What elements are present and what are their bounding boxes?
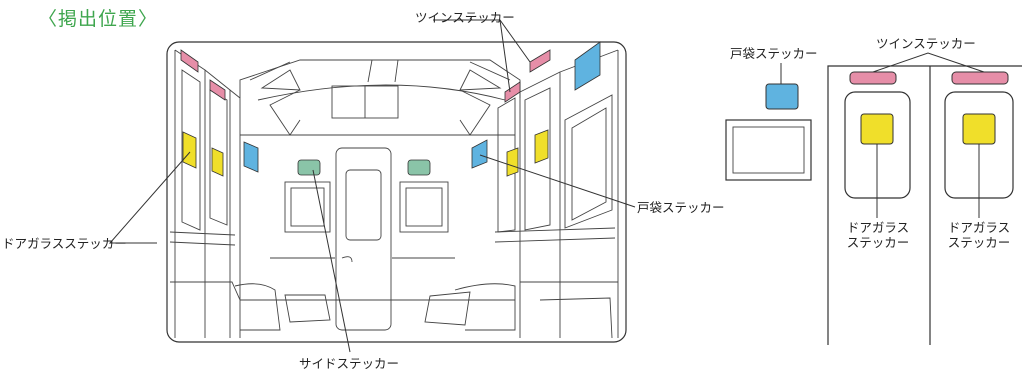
seats [170,281,618,339]
label-door-glass-right-1-line2: ステッカー [846,235,910,250]
leader-lines-right [872,52,985,218]
page-title: 〈掲出位置〉 [38,8,159,30]
door-outline [827,65,1022,345]
interior-frame [166,41,627,343]
door-panels-diagram [827,52,1022,345]
twin-stickers-left [180,49,226,101]
left-doors [169,49,241,338]
label-door-pocket-right: 戸袋ステッカー [730,46,818,61]
label-door-glass-right-1-line1: ドアガラス [846,220,910,235]
door-pocket-sticker-sample [765,83,799,110]
train-interior-illustration [108,17,636,353]
door-pocket-sticker-left [243,141,259,173]
leader-lines-left [108,17,636,353]
label-door-glass-right-2: ドアガラス ステッカー [946,220,1012,250]
label-door-glass-right-2-line2: ステッカー [947,235,1011,250]
label-twin-sticker-top: ツインステッカー [415,10,515,25]
label-door-glass-right-2-line1: ドアガラス [947,220,1011,235]
label-door-glass-right-1: ドアガラス ステッカー [846,220,910,250]
label-twin-sticker-right: ツインステッカー [876,36,976,51]
ceiling [239,59,521,136]
window-inner [732,126,805,174]
door-glass-stickers-left [182,131,224,177]
door-pocket-sticker-far-right [574,41,601,91]
door-pocket-window-diagram [725,63,812,181]
twin-stickers-right [504,49,551,103]
door-pocket-sticker-right [471,139,488,169]
door-glass-sticker-2 [962,113,996,145]
window-outer [725,119,812,181]
door-glass-stickers-right [506,129,549,177]
label-door-glass-left: ドアガラスステッカー [2,236,127,251]
door-glass-sticker-1 [860,113,894,145]
twin-sticker-door-2 [951,71,1009,85]
label-side-sticker: サイドステッカー [299,356,400,371]
side-sticker-right [407,159,431,176]
side-sticker-left [297,159,321,176]
label-door-pocket-mid: 戸袋ステッカー [637,200,725,215]
twin-sticker-door-1 [849,71,897,85]
